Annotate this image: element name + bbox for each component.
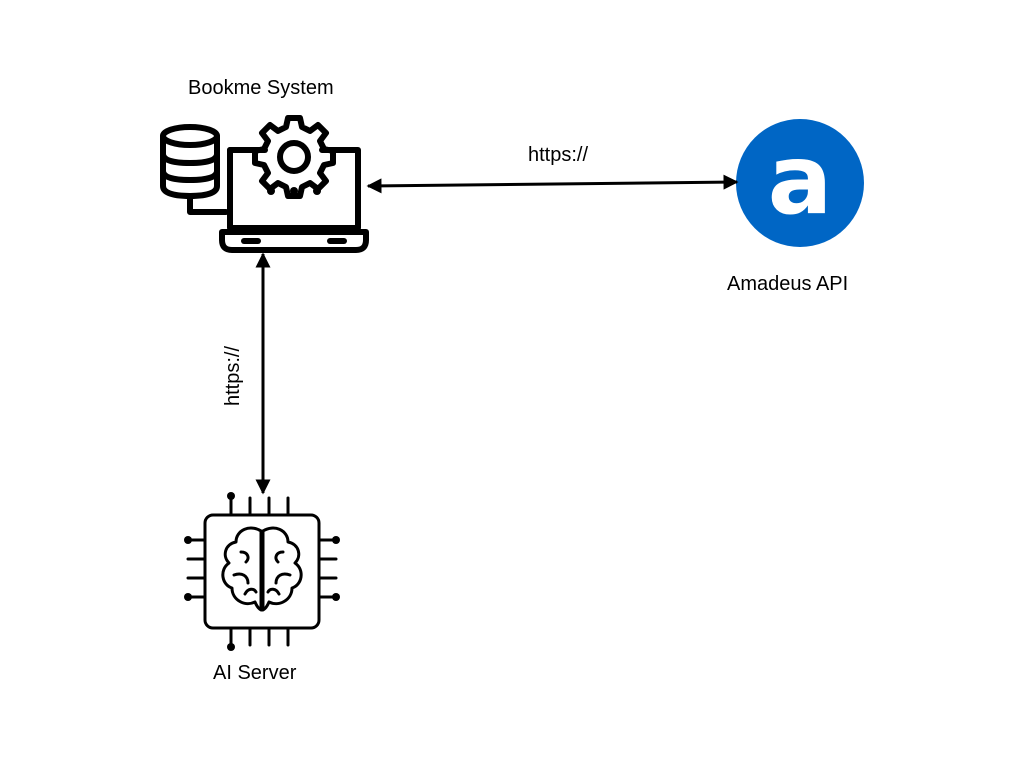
chip-body [203, 513, 321, 630]
node-label-amadeus-api: Amadeus API [727, 273, 849, 295]
laptop-gear-database-icon [160, 115, 369, 253]
edge-label-bookme-ai-server: https:// [222, 345, 244, 407]
amadeus-logo-icon: a [736, 119, 864, 247]
database-icon [160, 124, 229, 215]
chip-pin-dots [184, 492, 340, 651]
gear-icon [252, 115, 336, 199]
node-label-bookme-system: Bookme System [188, 77, 334, 99]
loading-dots-icon [267, 187, 321, 195]
node-label-ai-server: AI Server [213, 662, 297, 684]
chip-brain-icon [186, 496, 338, 647]
laptop-icon [219, 147, 369, 253]
brain-icon [221, 526, 303, 612]
edge-label-bookme-amadeus: https:// [528, 144, 589, 166]
edge-bookme-amadeus [366, 174, 739, 194]
amadeus-logo-letter: a [768, 124, 833, 236]
